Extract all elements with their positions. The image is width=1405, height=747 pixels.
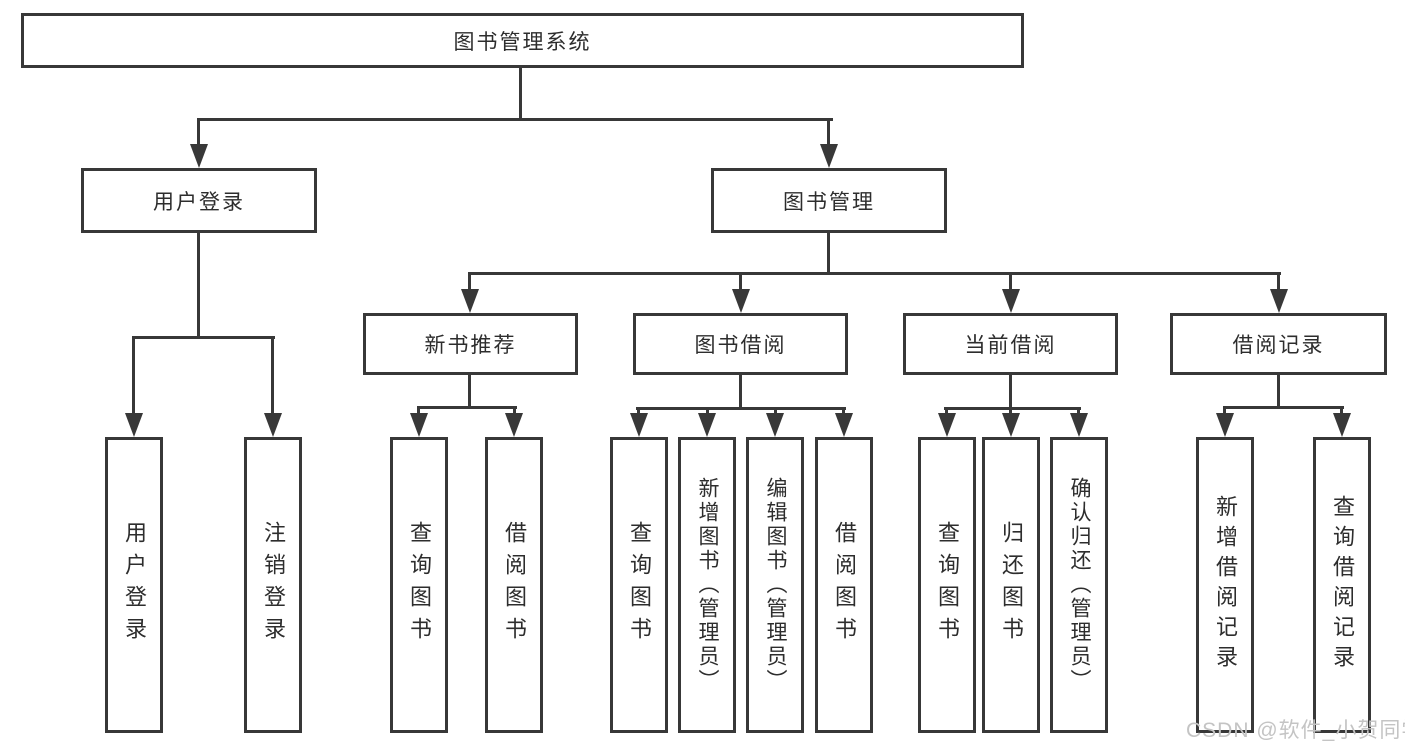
leaf-user-login: 用户登录 <box>105 437 163 733</box>
watermark-text: CSDN @软件_小贺同学 <box>1186 719 1405 742</box>
arrow-down-icon <box>1333 413 1351 437</box>
arrow-down-icon <box>1002 289 1020 313</box>
arrow-down-icon <box>698 413 716 437</box>
leaf-edit-book-admin: 编辑图书（管理员） <box>746 437 804 733</box>
connector-line <box>944 407 1081 410</box>
arrow-down-icon <box>1070 413 1088 437</box>
connector-line <box>513 406 516 415</box>
arrow-down-icon <box>1270 289 1288 313</box>
node-label: 用户登录 <box>153 190 245 214</box>
arrow-down-icon <box>264 413 282 437</box>
connector-line <box>842 407 845 415</box>
connector-line <box>132 336 135 417</box>
connector-line <box>1340 406 1343 415</box>
leaf-add-book-admin: 新增图书（管理员） <box>678 437 736 733</box>
connector-line <box>132 336 275 339</box>
connector-line <box>468 272 471 291</box>
connector-line <box>827 231 830 274</box>
leaf-logout: 注销登录 <box>244 437 302 733</box>
leaf-return-book: 归还图书 <box>982 437 1040 733</box>
connector-line <box>519 66 522 120</box>
leaf-query-book-2: 查询图书 <box>610 437 668 733</box>
leaf-add-borrow-record: 新增借阅记录 <box>1196 437 1254 733</box>
connector-line <box>1009 272 1012 291</box>
arrow-down-icon <box>505 413 523 437</box>
node-label: 图书借阅 <box>694 334 787 357</box>
node-book-management: 图书管理 <box>711 168 947 233</box>
connector-line <box>739 272 742 291</box>
connector-line <box>1223 406 1344 409</box>
node-label: 图书管理 <box>783 190 875 214</box>
node-label: 借阅记录 <box>1232 334 1325 357</box>
arrow-down-icon <box>125 413 143 437</box>
arrow-down-icon <box>820 144 838 168</box>
leaf-confirm-return-admin: 确认归还（管理员） <box>1050 437 1108 733</box>
connector-line <box>1277 272 1280 291</box>
arrow-down-icon <box>190 144 208 168</box>
connector-line <box>637 407 640 415</box>
connector-line <box>739 373 742 410</box>
connector-line <box>417 406 517 409</box>
connector-line <box>197 231 200 338</box>
leaf-query-borrow-record: 查询借阅记录 <box>1313 437 1371 733</box>
leaf-borrow-book-2: 借阅图书 <box>815 437 873 733</box>
leaf-query-book-1: 查询图书 <box>390 437 448 733</box>
node-borrow-records: 借阅记录 <box>1170 313 1387 375</box>
arrow-down-icon <box>461 289 479 313</box>
connector-line <box>1077 407 1080 415</box>
connector-line <box>706 407 709 415</box>
arrow-down-icon <box>732 289 750 313</box>
connector-line <box>1277 373 1280 408</box>
arrow-down-icon <box>835 413 853 437</box>
node-new-book-recommend: 新书推荐 <box>363 313 578 375</box>
node-label: 当前借阅 <box>964 334 1057 357</box>
arrow-down-icon <box>630 413 648 437</box>
connector-line <box>197 118 833 121</box>
connector-line <box>1009 373 1012 410</box>
connector-line <box>197 118 200 148</box>
node-book-borrow: 图书借阅 <box>633 313 848 375</box>
connector-line <box>1009 407 1012 415</box>
arrow-down-icon <box>766 413 784 437</box>
connector-line <box>271 336 274 417</box>
connector-line <box>468 373 471 408</box>
connector-line <box>945 407 948 415</box>
arrow-down-icon <box>938 413 956 437</box>
connector-line <box>827 118 830 148</box>
node-label: 新书推荐 <box>424 334 517 357</box>
connector-line <box>468 272 1281 275</box>
node-label: 图书管理系统 <box>453 30 592 54</box>
leaf-borrow-book-1: 借阅图书 <box>485 437 543 733</box>
node-current-borrow: 当前借阅 <box>903 313 1118 375</box>
connector-line <box>636 407 846 410</box>
connector-line <box>1223 406 1226 415</box>
node-user-login: 用户登录 <box>81 168 317 233</box>
leaf-query-book-3: 查询图书 <box>918 437 976 733</box>
arrow-down-icon <box>1216 413 1234 437</box>
arrow-down-icon <box>410 413 428 437</box>
connector-line <box>417 406 420 415</box>
connector-line <box>774 407 777 415</box>
arrow-down-icon <box>1002 413 1020 437</box>
node-library-system: 图书管理系统 <box>21 13 1024 68</box>
